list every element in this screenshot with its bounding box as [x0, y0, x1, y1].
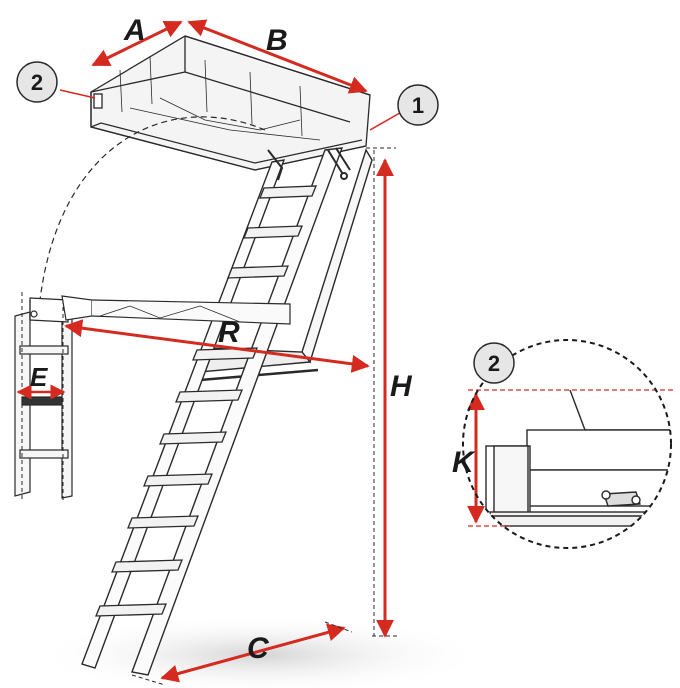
dim-a-line — [91, 20, 183, 67]
label-b: B — [266, 24, 288, 57]
label-h: H — [390, 370, 413, 403]
dim-r-line — [64, 319, 370, 373]
callout-badge-2: 2 — [16, 61, 58, 103]
hatch-box — [90, 35, 371, 171]
hinge-mechanism — [267, 147, 351, 181]
swing-arc — [39, 116, 266, 301]
ladder-treads — [95, 185, 317, 617]
label-r: R — [218, 316, 240, 349]
folded-ladder-side-view — [14, 295, 291, 499]
detail-view: K — [452, 339, 676, 549]
label-c: C — [247, 632, 270, 665]
ladder-rails — [81, 147, 344, 676]
dim-c-line — [160, 623, 346, 683]
callout-badge-1: 1 — [397, 84, 439, 126]
callout-2-text: 2 — [31, 70, 43, 95]
callout-1-text: 1 — [412, 93, 424, 118]
callout-badge-detail-2: 2 — [473, 342, 515, 384]
label-a: A — [123, 14, 146, 47]
label-e: E — [30, 362, 48, 392]
dimension-lines — [16, 19, 406, 683]
detail-2-text: 2 — [488, 351, 500, 376]
dim-b-line — [187, 19, 368, 94]
